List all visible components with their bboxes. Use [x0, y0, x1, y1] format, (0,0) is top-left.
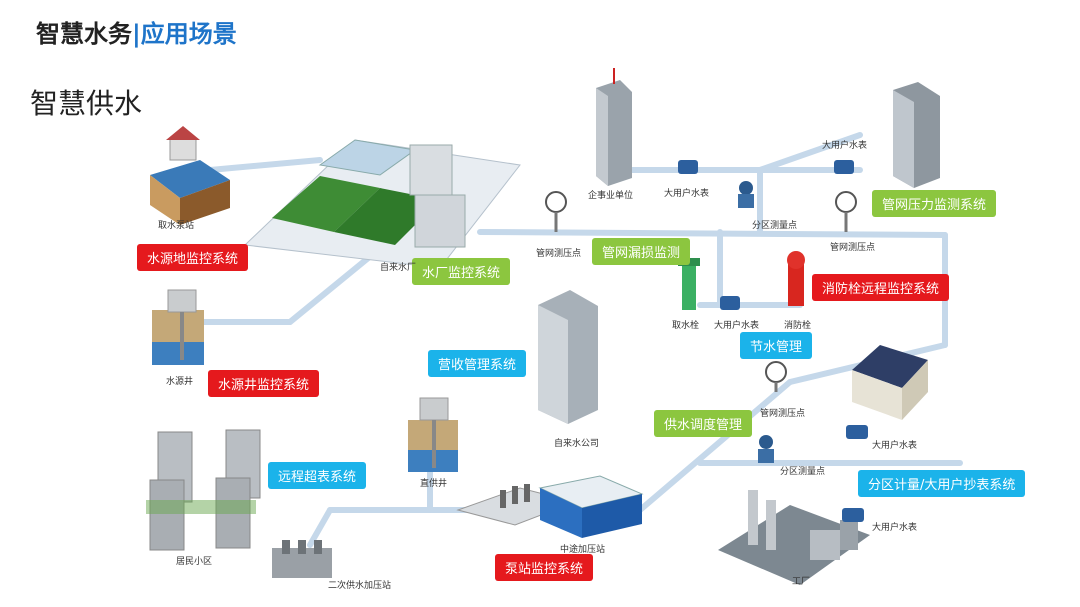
tag-revenue-mgmt: 营收管理系统 [428, 350, 527, 377]
tag-water-saving: 节水管理 [740, 332, 813, 359]
label-big-user-meter-1: 大用户水表 [664, 189, 710, 199]
label-fire-hydrant: 消防栓 [784, 321, 812, 331]
label-residential: 居民小区 [176, 557, 213, 567]
label-intake-pump: 取水泵站 [158, 221, 195, 231]
water-meter-3-icon [720, 296, 740, 310]
tag-pipe-pressure-monitor: 管网压力监测系统 [872, 190, 997, 217]
label-direct-well: 直供井 [420, 479, 448, 489]
water-meter-2-icon [834, 160, 854, 174]
tag-remote-meter: 远程超表系统 [268, 462, 367, 489]
enterprise-building [596, 68, 632, 186]
label-big-user-meter-4: 大用户水表 [872, 441, 918, 451]
label-zone-meter-point-2: 分区测量点 [780, 467, 826, 477]
label-water-plant: 自来水厂 [380, 263, 417, 273]
label-enterprise: 企事业单位 [588, 191, 634, 201]
header-title: 智慧水务 [36, 20, 132, 48]
flow-meter-2-icon [758, 435, 774, 463]
pipe-bottom-riser [307, 507, 333, 548]
label-pressure-point-1: 管网测压点 [536, 249, 582, 259]
label-pressure-point-2: 管网测压点 [830, 243, 876, 253]
secondary-pump-station [272, 540, 332, 578]
tag-pipe-leak-monitor: 管网漏损监测 [592, 238, 691, 265]
header-subtitle: 应用场景 [140, 20, 237, 48]
water-meter-5-icon [842, 508, 864, 522]
tag-hydrant-remote-monitor: 消防栓远程监控系统 [812, 274, 950, 301]
water-well [152, 289, 204, 365]
flow-meter-1-icon [738, 181, 754, 208]
pressure-gauge-3-icon [765, 361, 787, 392]
header-divider: | [132, 20, 141, 48]
label-big-user-meter-5: 大用户水表 [872, 523, 918, 533]
direct-supply-well [408, 397, 458, 472]
residential-towers [146, 429, 261, 551]
tag-zone-metering: 分区计量/大用户抄表系统 [858, 470, 1026, 497]
water-meter-4-icon [846, 425, 868, 439]
pipe-south-diag [637, 379, 793, 513]
label-pressure-point-3: 管网测压点 [760, 409, 806, 419]
factory [718, 490, 870, 585]
tag-well-monitor: 水源井监控系统 [208, 370, 320, 397]
water-plant [243, 139, 521, 269]
pressure-gauge-1-icon [545, 191, 567, 232]
label-intake-hydrant: 取水栓 [672, 321, 700, 331]
pressure-gauge-2-icon [835, 191, 857, 232]
intake-hydrant-icon [678, 258, 700, 310]
tag-water-source-monitor: 水源地监控系统 [137, 244, 249, 271]
tag-pump-station-monitor: 泵站监控系统 [495, 554, 594, 581]
label-big-user-meter-2: 大用户水表 [822, 141, 868, 151]
intake-pump-station [150, 126, 230, 225]
label-booster-station: 中途加压站 [560, 545, 606, 555]
fire-hydrant-icon [787, 251, 805, 306]
label-water-well: 水源井 [166, 377, 194, 387]
pipe-main-horizontal [477, 229, 948, 238]
water-meter-1-icon [678, 160, 698, 174]
label-water-company: 自来水公司 [554, 439, 600, 449]
pipe-ne-diagonal [757, 132, 863, 173]
villa [852, 345, 928, 420]
label-big-user-meter-3: 大用户水表 [714, 321, 760, 331]
label-zone-meter-point-1: 分区测量点 [752, 221, 798, 231]
label-secondary-pump: 二次供水加压站 [328, 581, 392, 591]
pipe-source-to-plant [207, 157, 323, 173]
page-header: 智慧水务|应用场景 [36, 14, 237, 49]
section-title: 智慧供水 [30, 87, 143, 120]
office-building-ne [893, 82, 940, 188]
booster-station [456, 475, 644, 538]
tag-water-plant-monitor: 水厂监控系统 [412, 258, 511, 285]
water-company-building [538, 290, 598, 424]
label-factory: 工厂 [792, 577, 811, 587]
tag-dispatch: 供水调度管理 [654, 410, 753, 437]
